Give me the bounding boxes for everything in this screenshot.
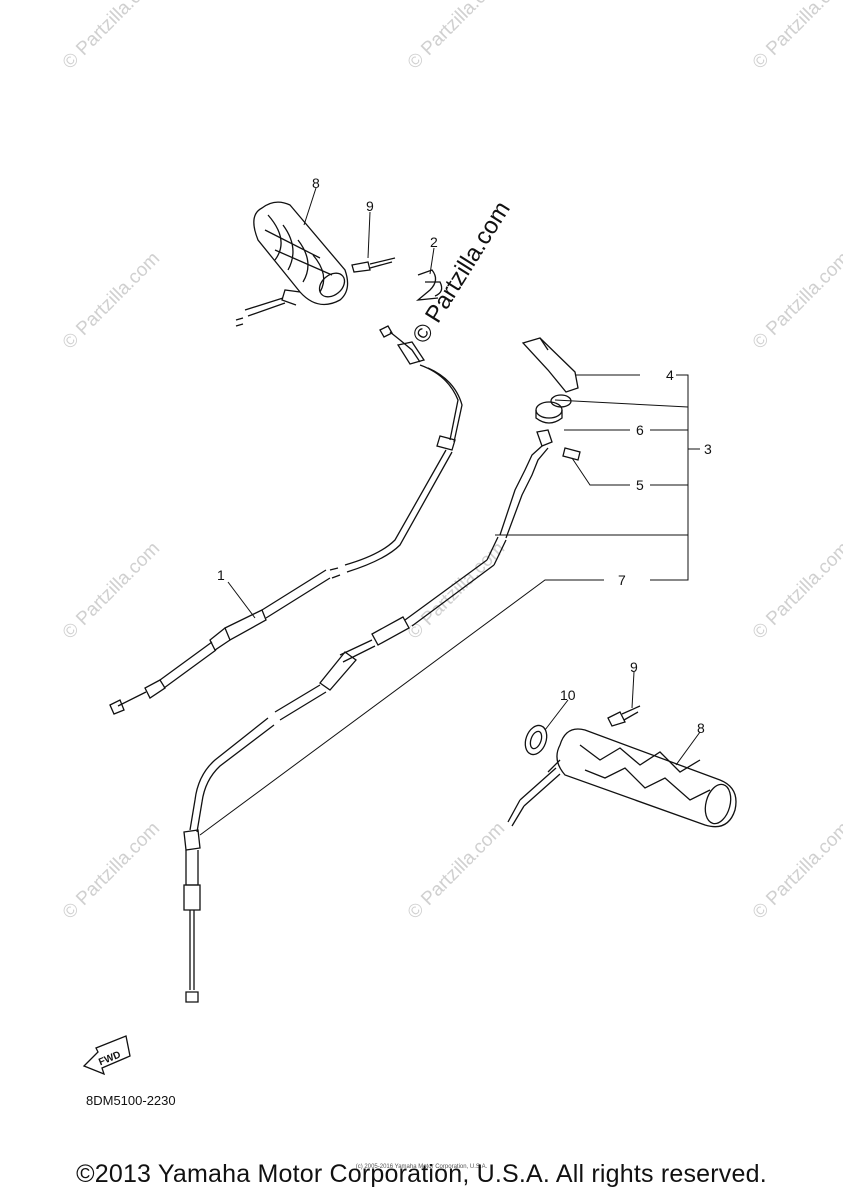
collar-part — [535, 394, 572, 424]
callout-3: 3 — [704, 441, 712, 457]
watermark-text: © Partzilla.com — [59, 538, 164, 643]
right-grip — [507, 728, 737, 828]
copyright-footer: ©2013 Yamaha Motor Corporation, U.S.A. A… — [76, 1160, 767, 1188]
screw-top — [351, 257, 396, 273]
watermark-text: © Partzilla.com — [749, 0, 843, 74]
callout-5: 5 — [636, 477, 644, 493]
throttle-cable — [109, 325, 463, 715]
watermark-text: © Partzilla.com — [404, 0, 509, 74]
callout-4: 4 — [666, 367, 674, 383]
watermark-text: © Partzilla.com — [749, 538, 843, 643]
collar-ring — [524, 724, 548, 756]
callout-8-bottom: 8 — [697, 720, 705, 736]
callout-7: 7 — [618, 572, 626, 588]
choke-cable — [183, 429, 553, 1003]
pin-part — [562, 447, 581, 461]
callouts: 8 9 2 1 4 6 3 5 7 10 9 8 — [217, 175, 712, 736]
watermark-text: © Partzilla.com — [404, 538, 509, 643]
callout-9-bottom: 9 — [630, 659, 638, 675]
small-copyright: (c) 2005-2016 Yamaha Motor Corporation, … — [355, 1164, 488, 1170]
watermark-text: © Partzilla.com — [404, 818, 509, 923]
clip-part — [415, 269, 443, 301]
watermark-text: © Partzilla.com — [59, 0, 164, 74]
callout-1: 1 — [217, 567, 225, 583]
fwd-arrow-label: FWD — [97, 1050, 122, 1069]
callout-8-top: 8 — [312, 175, 320, 191]
part-code: 8DM5100-2230 — [86, 1093, 176, 1108]
watermark-text: © Partzilla.com — [59, 818, 164, 923]
watermark-text: © Partzilla.com — [749, 818, 843, 923]
callout-9-top: 9 — [366, 198, 374, 214]
screw-bottom — [607, 705, 641, 727]
watermark-text: © Partzilla.com — [59, 248, 164, 353]
fwd-arrow: FWD — [82, 1035, 131, 1076]
leader-lines — [199, 187, 701, 836]
callout-10: 10 — [560, 687, 576, 703]
lever-part — [521, 337, 579, 393]
callout-6: 6 — [636, 422, 644, 438]
watermark-text: © Partzilla.com — [749, 248, 843, 353]
callout-2: 2 — [430, 234, 438, 250]
left-grip — [235, 201, 349, 327]
